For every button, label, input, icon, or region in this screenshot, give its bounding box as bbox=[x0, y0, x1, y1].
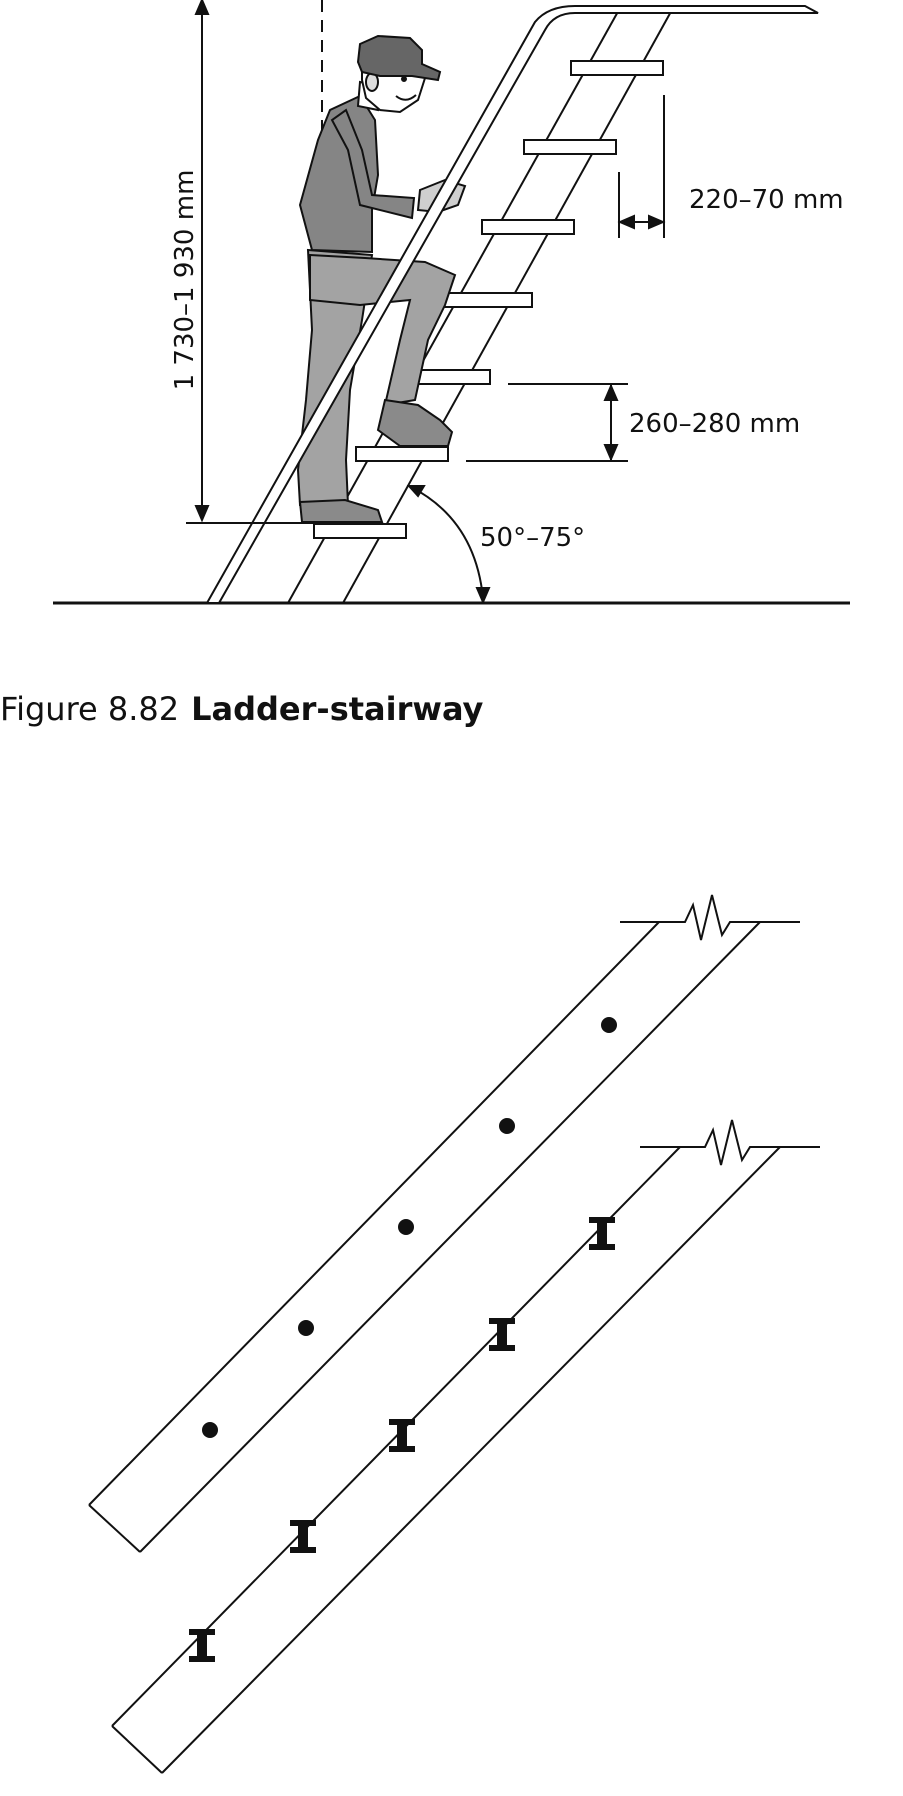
handrail bbox=[205, 5, 819, 604]
tread-6 bbox=[523, 139, 617, 155]
figure-caption: Figure 8.82 Ladder-stairway bbox=[0, 690, 483, 728]
angle-arc bbox=[410, 486, 484, 599]
person-cap bbox=[356, 34, 442, 82]
riser-dimension-label: 260–280 mm bbox=[629, 409, 800, 439]
tread-5 bbox=[481, 219, 575, 235]
person-back-shoe bbox=[298, 498, 384, 523]
person-arm bbox=[330, 108, 416, 220]
height-dimension-label: 1 730–1 930 mm bbox=[170, 170, 200, 391]
i-section-mark bbox=[489, 1318, 515, 1351]
lower-board-edge-bottom bbox=[161, 1146, 781, 1774]
lower-board-end bbox=[111, 1725, 163, 1774]
riser-arrow-top bbox=[603, 383, 619, 401]
angle-arrow-top bbox=[406, 485, 426, 498]
person-eye bbox=[401, 76, 407, 82]
tread-1 bbox=[313, 523, 407, 539]
height-arrow-bottom bbox=[194, 505, 210, 523]
i-section-markers bbox=[189, 1217, 615, 1662]
figure-stair-strings-detail bbox=[88, 894, 820, 1774]
lower-break-line bbox=[640, 1119, 820, 1166]
overlap-arrow-left bbox=[617, 214, 635, 230]
i-section-mark bbox=[589, 1217, 615, 1250]
person-smile bbox=[395, 94, 417, 101]
round-dowel-markers bbox=[202, 1017, 617, 1438]
angle-arrow-bottom bbox=[475, 587, 491, 605]
i-section-mark bbox=[189, 1629, 215, 1662]
dowel-dot bbox=[298, 1320, 314, 1336]
riser-arrow-bottom bbox=[603, 444, 619, 462]
dowel-dot bbox=[202, 1422, 218, 1438]
dowel-dot bbox=[601, 1017, 617, 1033]
person-torso bbox=[298, 94, 380, 254]
person-front-leg bbox=[309, 253, 457, 407]
upper-board-edge-top bbox=[88, 921, 660, 1506]
angle-label: 50°–75° bbox=[480, 523, 585, 553]
tread-2 bbox=[355, 446, 449, 462]
upper-board-edge-bottom bbox=[139, 921, 761, 1553]
overlap-arrow-right bbox=[648, 214, 666, 230]
figure-ladder-stairway bbox=[53, 0, 850, 605]
tread-7 bbox=[570, 60, 664, 76]
dowel-dot bbox=[398, 1219, 414, 1235]
i-section-mark bbox=[290, 1520, 316, 1553]
height-arrow-top bbox=[194, 0, 210, 15]
figure-number: Figure 8.82 bbox=[0, 690, 180, 728]
upper-board-end bbox=[88, 1504, 141, 1553]
tread-4 bbox=[439, 292, 533, 308]
figure-title: Ladder-stairway bbox=[191, 690, 484, 728]
tread-overlap-label: 220–70 mm bbox=[689, 185, 844, 215]
i-section-mark bbox=[389, 1419, 415, 1452]
dowel-dot bbox=[499, 1118, 515, 1134]
upper-break-line bbox=[620, 894, 800, 941]
person-front-shoe bbox=[376, 398, 454, 447]
